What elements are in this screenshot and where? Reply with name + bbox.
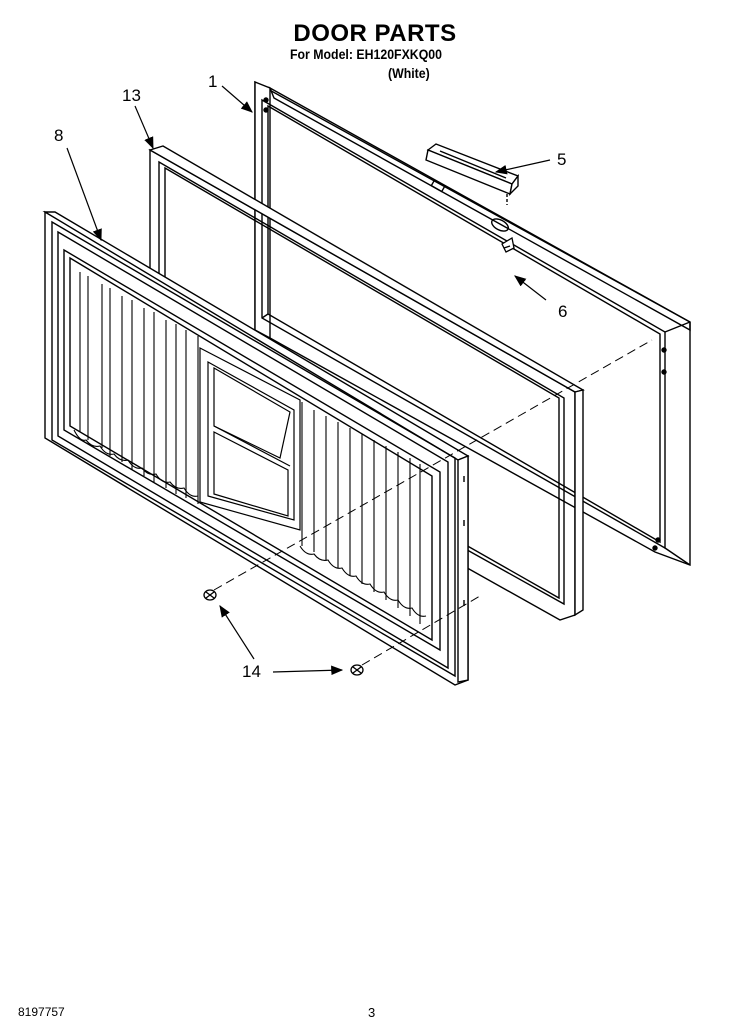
leader-5 [494,159,551,175]
part-8-inner-liner [42,210,470,686]
callout-13: 13 [122,86,141,105]
color-variant: (White) [388,65,430,81]
part-14-screw-plugs [203,589,364,676]
leader-1 [221,85,253,113]
part-6-clip [501,236,515,253]
document-number: 8197757 [18,1005,65,1019]
center-recess [199,347,301,531]
callout-6: 6 [558,302,568,321]
page-number: 3 [368,1005,376,1020]
part-1-outer-door-panel [254,80,691,567]
callout-14: 14 [242,662,261,681]
right-rib-section [299,402,427,624]
part-5-handle [425,143,520,205]
leader-lines [66,85,551,676]
callout-8: 8 [54,126,64,145]
alignment-lines [213,339,653,666]
leader-13 [134,105,154,150]
leader-14b [272,665,344,676]
screw-plug-upper [203,589,217,601]
left-rib-section [73,272,199,504]
model-line: For Model: EH120FXKQ00 [290,46,442,62]
page-title: DOOR PARTS [293,20,457,47]
leader-6 [514,275,547,301]
screw-plug-lower [350,664,364,676]
leader-8 [66,147,102,242]
callout-1: 1 [208,72,218,91]
callout-5: 5 [557,150,567,169]
leader-14a [219,604,255,660]
